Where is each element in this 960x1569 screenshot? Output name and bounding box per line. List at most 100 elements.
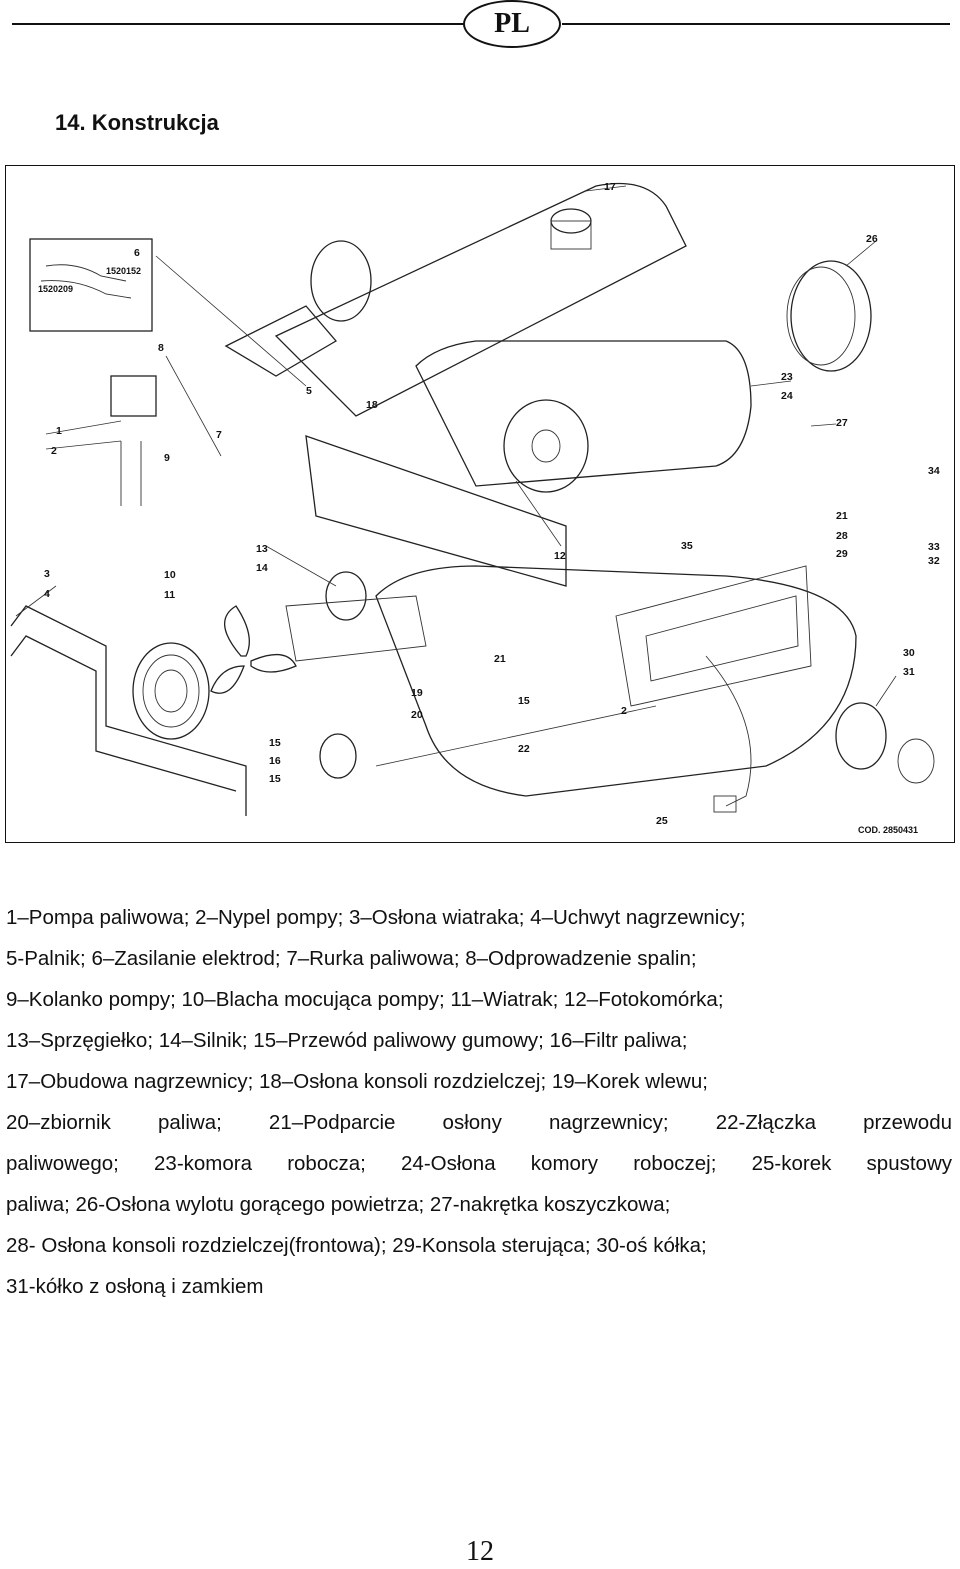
legend-line-6: 20–zbiornik paliwa; 21–Podparcie osłony … xyxy=(6,1111,952,1134)
leader-1 xyxy=(45,420,122,435)
control-panel xyxy=(615,565,812,707)
exhaust-neck xyxy=(550,220,592,250)
power-cable xyxy=(705,655,752,807)
wheel xyxy=(835,702,887,770)
leader-23 xyxy=(750,380,792,387)
callout-9: 9 xyxy=(164,452,170,464)
callout-21b: 21 xyxy=(836,510,848,522)
outlet-guard-ring xyxy=(790,260,872,372)
legend-line-9: 28- Osłona konsoli rozdzielczej(frontowa… xyxy=(6,1234,707,1257)
heater-handle-inner xyxy=(10,635,237,792)
callout-16: 16 xyxy=(269,755,281,767)
parts-legend: 1–Pompa paliwowa; 2–Nypel pompy; 3–Osłon… xyxy=(6,897,952,1307)
leader-26 xyxy=(845,240,877,267)
legend-line-3: 9–Kolanko pompy; 10–Blacha mocująca pomp… xyxy=(6,988,724,1011)
legend-line-2: 5-Palnik; 6–Zasilanie elektrod; 7–Rurka … xyxy=(6,947,697,970)
burner-air-intake xyxy=(310,240,372,322)
callout-10: 10 xyxy=(164,569,176,581)
callout-15a: 15 xyxy=(269,737,281,749)
inset-code-2: 1520209 xyxy=(38,284,73,294)
leader-2 xyxy=(45,440,122,450)
callout-14: 14 xyxy=(256,562,268,574)
combustion-chamber xyxy=(415,340,752,487)
fan-blade-3 xyxy=(210,665,245,694)
diagram-drawing: 1520152 1520209 xyxy=(10,181,940,835)
leader-30 xyxy=(875,675,897,707)
callout-28: 28 xyxy=(836,530,848,542)
callout-30: 30 xyxy=(903,647,915,659)
callout-2: 2 xyxy=(51,445,57,457)
callout-26: 26 xyxy=(866,233,878,245)
fan-guard-ring-2 xyxy=(154,669,188,713)
burner xyxy=(224,305,338,377)
leader-27 xyxy=(810,423,837,427)
heater-housing xyxy=(274,182,687,417)
callout-33: 33 xyxy=(928,541,940,553)
header-rule-right xyxy=(562,23,950,25)
wheel-cap xyxy=(897,738,935,784)
callout-15c: 15 xyxy=(518,695,530,707)
callout-12: 12 xyxy=(554,550,566,562)
fuel-tank xyxy=(375,565,857,797)
callout-23: 23 xyxy=(781,371,793,383)
callout-17: 17 xyxy=(604,181,616,193)
callout-31: 31 xyxy=(903,666,915,678)
callout-8: 8 xyxy=(158,342,164,354)
page-number: 12 xyxy=(466,1536,494,1567)
fan-blade-1 xyxy=(223,605,250,657)
legend-line-1: 1–Pompa paliwowa; 2–Nypel pompy; 3–Osłon… xyxy=(6,906,746,929)
callout-13: 13 xyxy=(256,543,268,555)
inset-code-1: 1520152 xyxy=(106,266,141,276)
diagram-code: COD. 2850431 xyxy=(858,825,918,835)
control-panel-frame xyxy=(645,595,799,682)
motor xyxy=(325,571,367,621)
section-title: 14. Konstrukcja xyxy=(55,110,219,135)
callout-7: 7 xyxy=(216,429,222,441)
power-plug xyxy=(713,795,737,813)
heater-handle xyxy=(10,605,247,816)
fuel-filter xyxy=(319,733,357,779)
leader-3 xyxy=(15,585,57,617)
leader-13 xyxy=(265,545,337,587)
callout-11: 11 xyxy=(164,589,175,601)
callout-20: 20 xyxy=(411,709,423,721)
callout-15b: 15 xyxy=(269,773,281,785)
callout-27: 27 xyxy=(836,417,848,429)
pump-mounting-plate xyxy=(285,595,427,662)
callout-4: 4 xyxy=(44,588,50,600)
leader-8 xyxy=(165,355,222,457)
legend-line-8: paliwa; 26-Osłona wylotu gorącego powiet… xyxy=(6,1193,671,1216)
fan-guard-ring-1 xyxy=(142,654,200,728)
callout-3: 3 xyxy=(44,568,50,580)
legend-line-7: paliwowego; 23-komora robocza; 24-Osłona… xyxy=(6,1152,952,1175)
callout-18: 18 xyxy=(366,399,378,411)
legend-line-10: 31-kółko z osłoną i zamkiem xyxy=(6,1275,264,1298)
callout-5: 5 xyxy=(306,385,312,397)
callout-24: 24 xyxy=(781,390,793,402)
leader-17 xyxy=(585,185,627,192)
language-badge: PL xyxy=(463,0,561,48)
fan-guard xyxy=(132,642,210,740)
callout-35: 35 xyxy=(681,540,693,552)
legend-line-4: 13–Sprzęgiełko; 14–Silnik; 15–Przewód pa… xyxy=(6,1029,688,1052)
fan-blade-2 xyxy=(250,654,297,673)
leader-12 xyxy=(515,480,562,547)
callout-6: 6 xyxy=(134,247,140,259)
electrode-cable-1 xyxy=(45,264,127,282)
fuel-pump xyxy=(110,375,157,417)
callout-34: 34 xyxy=(928,465,940,477)
burner-head xyxy=(531,429,561,463)
callout-2b: 2 xyxy=(621,705,627,717)
callout-29: 29 xyxy=(836,548,848,560)
callout-19: 19 xyxy=(411,687,423,699)
pump-fuel-hoses xyxy=(120,441,142,506)
callout-32: 32 xyxy=(928,555,940,567)
callout-21a: 21 xyxy=(494,653,506,665)
outlet-guard-inner xyxy=(786,266,856,366)
electrode-cable-2 xyxy=(40,280,132,299)
callout-25: 25 xyxy=(656,815,668,827)
exploded-view-diagram: 1520152 1520209 xyxy=(5,165,955,843)
leader-15-16 xyxy=(375,705,657,767)
leader-6 xyxy=(155,255,307,387)
callout-1: 1 xyxy=(56,425,62,437)
